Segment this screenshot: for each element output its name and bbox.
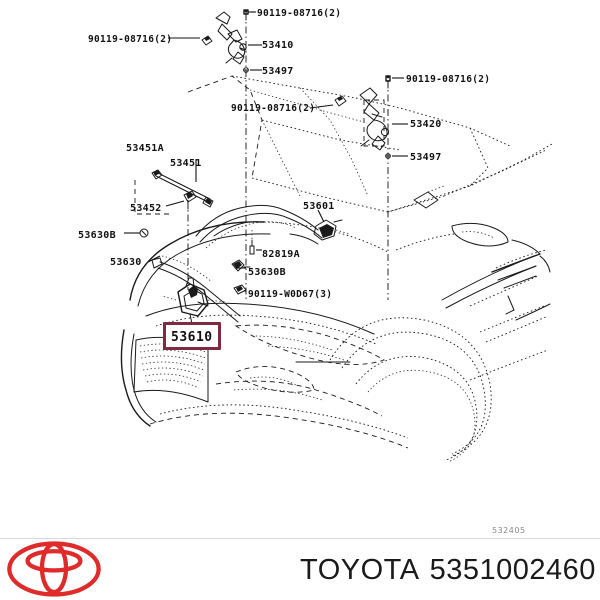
callout-label: 53497	[410, 152, 442, 163]
callout-label: 53451A	[126, 143, 164, 154]
callout-label: 82819A	[262, 249, 300, 260]
callout-label: 53630	[110, 257, 142, 268]
highlighted-part-number-box[interactable]: 53610	[163, 322, 221, 350]
brand-name: TOYOTA	[300, 554, 420, 586]
callout-label: 90119-08716(2)	[406, 74, 491, 85]
footer-bar: TOYOTA 5351002460	[0, 538, 600, 600]
callout-label: 53497	[262, 66, 294, 77]
part-number: 5351002460	[429, 554, 596, 586]
callout-label: 53630B	[248, 267, 286, 278]
callout-label: 53452	[130, 203, 162, 214]
diagram-sheet-code: 532405	[492, 526, 526, 535]
callout-label: 53451	[170, 158, 202, 169]
callout-label: 90119-W0D67(3)	[248, 289, 333, 300]
callout-label: 90119-08716(2)	[231, 103, 316, 114]
callout-label: 90119-08716(2)	[257, 8, 342, 19]
callout-label: 53410	[262, 40, 294, 51]
callout-label: 53630B	[78, 230, 116, 241]
footer-divider	[0, 538, 600, 539]
toyota-logo	[7, 541, 101, 597]
highlighted-part-number: 53610	[171, 330, 213, 345]
callout-label: 53601	[303, 201, 335, 212]
callout-label: 53420	[410, 119, 442, 130]
brand-and-part-number: TOYOTA 5351002460	[300, 554, 596, 587]
callout-label: 90119-08716(2)	[88, 34, 173, 45]
